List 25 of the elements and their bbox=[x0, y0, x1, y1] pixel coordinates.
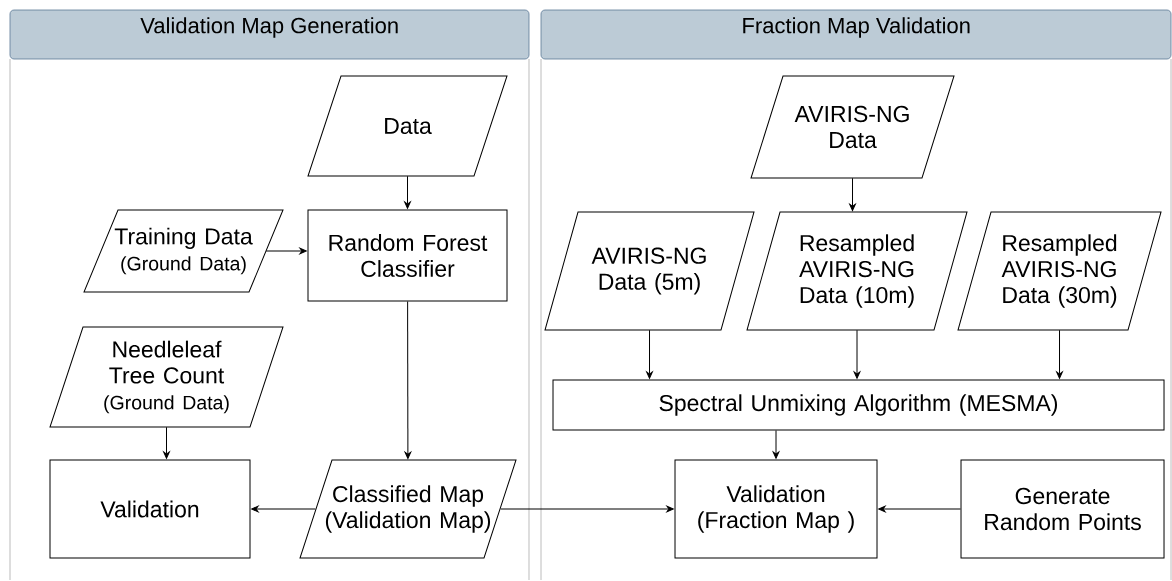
data-parallelogram: Needleleaf Tree Count (Ground Data) bbox=[49, 326, 284, 428]
process-box: Generate Random Points bbox=[960, 459, 1165, 559]
arrow bbox=[853, 329, 861, 379]
arrow bbox=[646, 329, 653, 379]
arrow bbox=[849, 177, 856, 212]
arrow bbox=[265, 247, 307, 255]
data-parallelogram: Data bbox=[307, 75, 508, 177]
arrow bbox=[1056, 329, 1063, 379]
process-box: Validation bbox=[49, 459, 251, 559]
process-box: Random Forest Classifier bbox=[307, 209, 508, 302]
process-box: Validation (Fraction Map ) bbox=[674, 459, 878, 559]
data-parallelogram: Resampled AVIRIS-NG Data (10m) bbox=[746, 211, 968, 331]
arrow bbox=[500, 505, 674, 513]
arrow bbox=[251, 505, 316, 513]
data-parallelogram: Classified Map (Validation Map) bbox=[299, 459, 517, 559]
arrow bbox=[163, 426, 170, 459]
arrow bbox=[772, 430, 780, 459]
process-box: Spectral Unmixing Algorithm (MESMA) bbox=[552, 379, 1165, 431]
data-parallelogram: AVIRIS-NG Data bbox=[750, 75, 955, 179]
data-parallelogram: AVIRIS-NG Data (5m) bbox=[544, 211, 755, 331]
arrow bbox=[878, 505, 961, 513]
arrow bbox=[404, 301, 412, 460]
arrow bbox=[404, 175, 411, 209]
data-parallelogram: Training Data (Ground Data) bbox=[83, 209, 284, 293]
data-parallelogram: Resampled AVIRIS-NG Data (30m) bbox=[957, 211, 1162, 331]
